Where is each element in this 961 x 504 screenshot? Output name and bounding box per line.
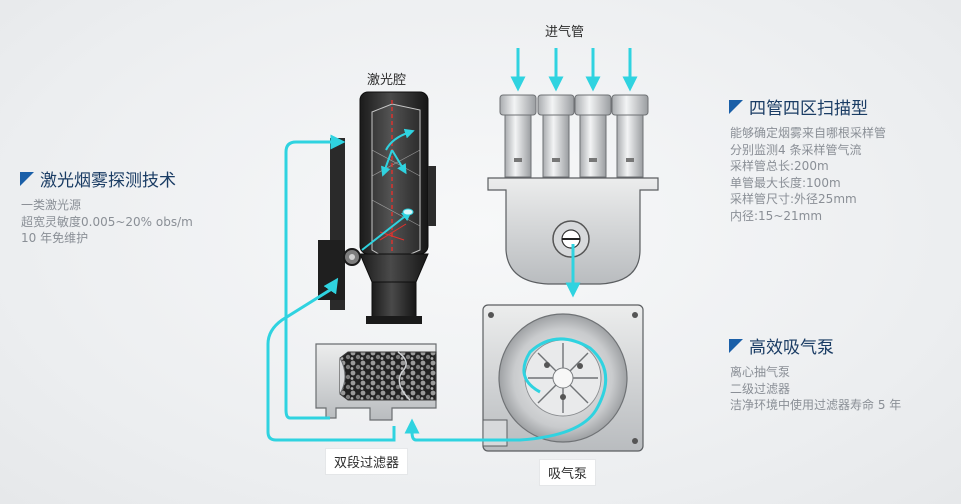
section-scan-line: 采样管尺寸:外径25mm <box>730 192 857 206</box>
manifold-housing <box>487 177 659 298</box>
pipe-2 <box>537 94 575 178</box>
laser-chamber <box>318 91 436 324</box>
section-laser-line: 超宽灵敏度0.005~20% obs/m <box>21 214 193 229</box>
section-laser-line: 一类激光源 <box>21 198 82 212</box>
laser-chamber-label: 激光腔 <box>367 73 407 88</box>
section-scan-title: 四管四区扫描型 <box>749 99 868 119</box>
inlet-arrows <box>510 48 638 92</box>
dual-filter-label: 双段过滤器 <box>326 449 408 474</box>
section-scan-line: 单管最大长度:100m <box>730 175 841 190</box>
section-marker-icon <box>729 99 743 114</box>
pipe-3 <box>574 94 612 178</box>
pipe-4 <box>611 94 649 178</box>
section-pump: 高效吸气泵 离心抽气泵 二级过滤器 洁净环境中使用过滤器寿命 5 年 <box>729 333 901 414</box>
suction-pump <box>430 304 644 452</box>
section-scan-line: 能够确定烟雾来自哪根采样管 <box>730 126 887 140</box>
dual-filter <box>315 343 437 421</box>
inlet-pipes <box>499 48 649 178</box>
section-scan-line: 采样管总长:200m <box>730 159 829 173</box>
section-marker-icon <box>20 171 34 186</box>
suction-pump-label: 吸气泵 <box>540 460 596 485</box>
pipe-1 <box>499 94 537 178</box>
section-pump-line: 离心抽气泵 <box>730 365 791 379</box>
inlet-pipe-label: 进气管 <box>545 25 585 40</box>
section-scan: 四管四区扫描型 能够确定烟雾来自哪根采样管 分别监测4 条采样管气流 采样管总长… <box>729 94 886 224</box>
return-flow <box>266 134 430 442</box>
section-pump-title: 高效吸气泵 <box>749 338 834 358</box>
section-laser-line: 10 年免维护 <box>21 231 89 245</box>
section-laser-title: 激光烟雾探测技术 <box>40 171 176 191</box>
section-pump-line: 二级过滤器 <box>730 381 791 396</box>
section-scan-line: 内径:15~21mm <box>730 208 823 223</box>
section-laser: 激光烟雾探测技术 一类激光源 超宽灵敏度0.005~20% obs/m 10 年… <box>20 166 193 247</box>
section-marker-icon <box>729 338 743 353</box>
section-pump-line: 洁净环境中使用过滤器寿命 5 年 <box>730 398 902 412</box>
section-scan-line: 分别监测4 条采样管气流 <box>730 142 862 157</box>
